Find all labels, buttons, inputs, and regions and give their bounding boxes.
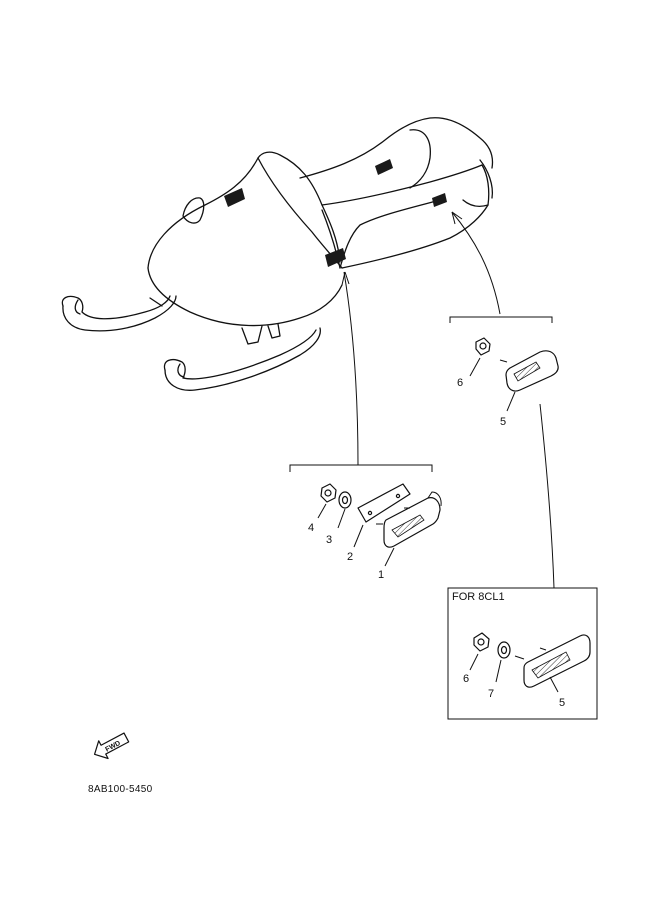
nut-part-6-lower xyxy=(473,632,490,652)
callout-5-lower: 5 xyxy=(559,697,565,709)
forward-arrow-icon: FWD xyxy=(93,732,130,760)
leader-lines xyxy=(341,211,555,589)
callout-6-lower: 6 xyxy=(463,673,469,685)
snowmobile-illustration xyxy=(61,117,494,391)
callout-3: 3 xyxy=(326,534,332,546)
callout-4: 4 xyxy=(308,522,314,534)
nut-part-4 xyxy=(320,483,337,503)
rear-reflector-group: 6 5 xyxy=(449,316,559,428)
washer-part-3 xyxy=(338,491,352,509)
callout-2: 2 xyxy=(347,551,353,563)
reflector-part-5-lower xyxy=(514,634,591,688)
gasket-part-2 xyxy=(357,483,411,523)
nut-part-6-upper xyxy=(475,337,491,356)
reflector-part-5-upper xyxy=(499,350,559,392)
callout-6-upper: 6 xyxy=(457,377,463,389)
washer-part-7 xyxy=(497,641,511,659)
reflector-part-1 xyxy=(376,491,442,548)
variant-box-label: FOR 8CL1 xyxy=(452,591,505,603)
callout-7: 7 xyxy=(488,688,494,700)
front-reflector-group: 4 3 2 1 xyxy=(289,464,442,581)
callout-5-upper: 5 xyxy=(500,416,506,428)
part-code: 8AB100-5450 xyxy=(88,784,153,795)
callout-1: 1 xyxy=(378,569,384,581)
variant-box: 6 7 5 xyxy=(447,587,598,720)
